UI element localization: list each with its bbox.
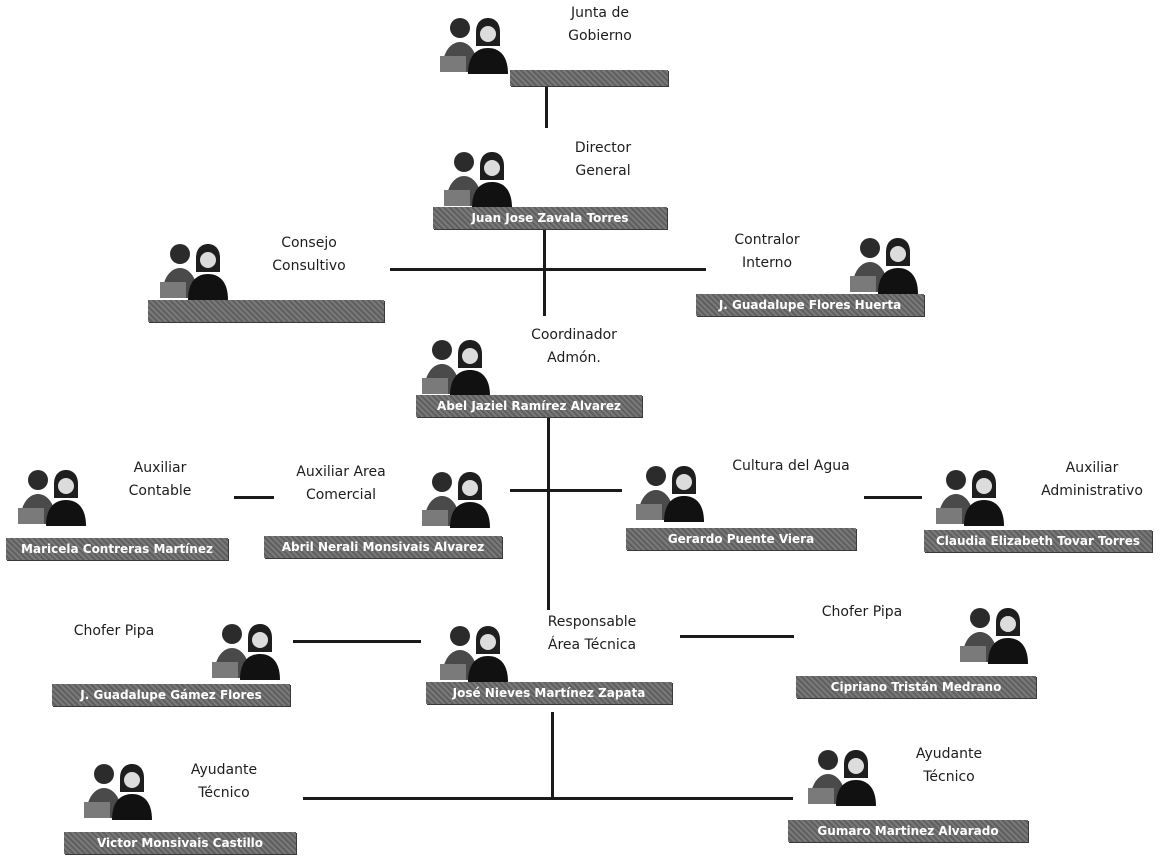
node-name-bar (510, 70, 668, 86)
node-name-bar: José Nieves Martínez Zapata (426, 682, 672, 704)
connector-line (303, 797, 793, 800)
node-title: Auxiliar Area Comercial (296, 464, 386, 503)
node-name-bar: Cipriano Tristán Medrano (796, 676, 1036, 698)
node-title: Ayudante Técnico (190, 762, 258, 801)
node-title: Chofer Pipa (73, 623, 155, 639)
people-icon (208, 618, 280, 682)
node-name-bar: Claudia Elizabeth Tovar Torres (924, 530, 1152, 552)
node-name-bar: Abel Jaziel Ramírez Alvarez (416, 395, 642, 417)
node-title: Auxiliar Contable (128, 460, 192, 499)
people-icon (956, 602, 1028, 666)
connector-line (543, 228, 546, 316)
node-name-bar: J. Guadalupe Gámez Flores (52, 684, 290, 706)
connector-line (680, 635, 794, 638)
connector-line (234, 496, 274, 499)
connector-line (551, 712, 554, 798)
people-icon (846, 232, 918, 296)
connector-line (547, 418, 550, 610)
people-icon (436, 620, 508, 684)
people-icon (436, 12, 508, 76)
node-name-bar: Juan Jose Zavala Torres (433, 207, 667, 229)
node-title: Chofer Pipa (821, 604, 903, 620)
node-title: Coordinador Admón. (531, 327, 617, 366)
people-icon (804, 744, 876, 808)
node-name-bar: Gumaro Martinez Alvarado (788, 820, 1028, 842)
people-icon (156, 238, 228, 302)
people-icon (932, 464, 1004, 528)
node-title: Ayudante Técnico (915, 746, 983, 785)
connector-line (390, 268, 706, 271)
connector-line (864, 496, 922, 499)
node-title: Consejo Consultivo (272, 235, 346, 274)
people-icon (418, 466, 490, 530)
node-name-bar (148, 300, 384, 322)
node-name-bar: Abril Nerali Monsivais Alvarez (264, 536, 502, 558)
people-icon (80, 758, 152, 822)
people-icon (418, 334, 490, 398)
connector-line (510, 489, 622, 492)
node-title: Auxiliar Administrativo (1041, 460, 1143, 499)
node-title: Director General (574, 140, 632, 179)
people-icon (632, 460, 704, 524)
node-title: Junta de Gobierno (568, 5, 632, 44)
node-name-bar: Gerardo Puente Viera (626, 528, 856, 550)
people-icon (14, 464, 86, 528)
node-name-bar: Maricela Contreras Martínez (6, 538, 228, 560)
people-icon (440, 146, 512, 210)
connector-line (293, 640, 421, 643)
connector-line (545, 86, 548, 128)
node-title: Cultura del Agua (732, 458, 850, 474)
node-name-bar: Victor Monsivais Castillo (64, 832, 296, 854)
node-name-bar: J. Guadalupe Flores Huerta (696, 294, 924, 316)
node-title: Responsable Área Técnica (547, 614, 637, 653)
node-title: Contralor Interno (734, 232, 800, 271)
